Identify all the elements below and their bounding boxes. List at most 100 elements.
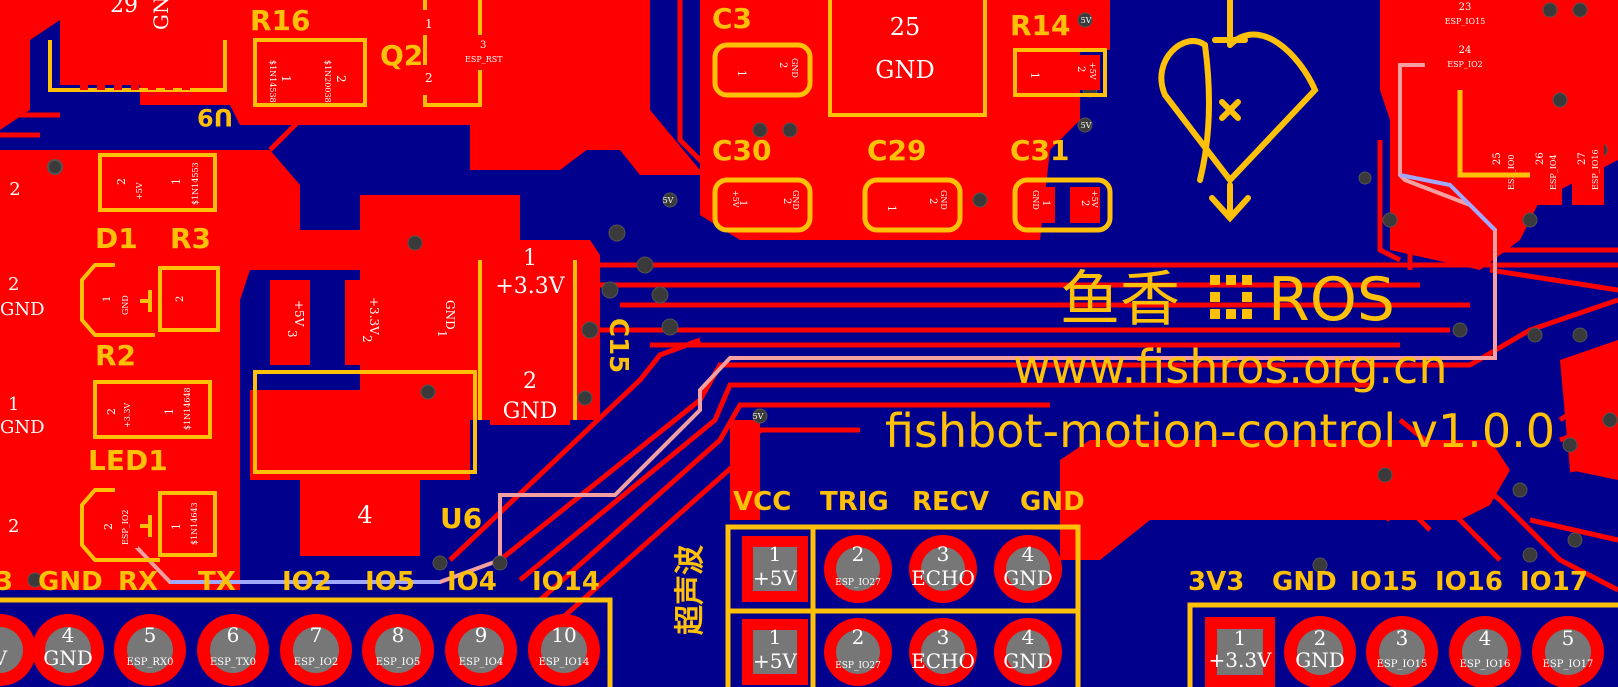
svg-text:+5V: +5V xyxy=(1090,190,1099,208)
left-header-pin-num: 7 xyxy=(310,623,323,647)
led1-diode: 2 ESP_IO2 1 $1N14643 xyxy=(80,488,217,562)
sonar-pin-net: +5V xyxy=(753,566,797,590)
via xyxy=(432,555,448,571)
right-header-label: IO17 xyxy=(1520,567,1588,597)
svg-text:2: 2 xyxy=(1075,66,1086,72)
svg-text:$1N14553: $1N14553 xyxy=(191,162,200,205)
right-header-pin-num: 5 xyxy=(1562,626,1575,650)
u9-label: U9 xyxy=(197,103,233,131)
fish-heart-logo-icon xyxy=(1158,0,1319,223)
svg-text:25: 25 xyxy=(890,13,921,41)
svg-text:1: 1 xyxy=(279,75,293,83)
sonar-pin-net: +5V xyxy=(753,649,797,673)
via xyxy=(1077,12,1093,28)
svg-text:5V: 5V xyxy=(753,412,764,421)
r2-resistor: 2 +3.3V 1 $1N14648 xyxy=(93,380,212,439)
sonar-pin-net: GND xyxy=(1003,649,1053,673)
sonar-pin-net: ECHO xyxy=(911,649,975,673)
via xyxy=(420,384,436,400)
svg-text:2: 2 xyxy=(175,296,186,302)
sonar-pin: 1+5V xyxy=(742,619,808,685)
brand-chinese: 鱼香 xyxy=(1060,265,1180,335)
brand-product: fishbot-motion-control v1.0.0 xyxy=(885,404,1555,458)
via xyxy=(492,555,508,571)
svg-text:1: 1 xyxy=(163,408,176,415)
c31-label: C31 xyxy=(1010,134,1070,167)
svg-text:5V: 5V xyxy=(1081,121,1092,130)
sonar-pin-num: 1 xyxy=(769,542,782,566)
r16-resistor: 1 2 $1N14538 $1N20038 xyxy=(253,38,367,107)
svg-text:5V: 5V xyxy=(663,196,674,205)
sonar-pin-num: 2 xyxy=(852,542,865,566)
svg-text:2: 2 xyxy=(8,274,19,295)
left-header-pin-num: 9 xyxy=(475,623,488,647)
sonar-pin-num: 4 xyxy=(1022,625,1035,649)
left-header-pin-num: 6 xyxy=(227,623,240,647)
left-header-label: GND xyxy=(38,567,103,597)
via xyxy=(577,390,593,406)
sonar-label-gnd: GND xyxy=(1020,487,1085,517)
svg-text:2: 2 xyxy=(777,62,788,68)
svg-text:1: 1 xyxy=(435,330,449,338)
c30-capacitor: 1 +5V 2 GND xyxy=(712,177,813,233)
via xyxy=(662,192,678,208)
svg-text:2: 2 xyxy=(9,179,20,200)
via xyxy=(636,256,654,274)
svg-text:GND: GND xyxy=(0,417,45,438)
copper-traces xyxy=(0,0,1618,622)
svg-text:GND: GND xyxy=(790,58,799,78)
via xyxy=(1527,327,1543,343)
via xyxy=(47,159,63,175)
sonar-title: 超声波 xyxy=(673,544,708,635)
sonar-pin-num: 1 xyxy=(769,625,782,649)
left-header-pin-net: ESP_IO2 xyxy=(294,657,338,668)
svg-text:GND: GND xyxy=(149,0,173,30)
sonar-pin-num: 4 xyxy=(1022,542,1035,566)
left-header-pin-net: V xyxy=(0,646,8,670)
r3-label: R3 xyxy=(170,222,211,255)
led1-label: LED1 xyxy=(88,444,168,477)
svg-text:$1N14538: $1N14538 xyxy=(268,60,277,103)
svg-text:2: 2 xyxy=(425,71,433,85)
via xyxy=(601,281,619,299)
right-header-pin-net: ESP_IO17 xyxy=(1543,659,1594,670)
via xyxy=(1358,171,1372,185)
right-header-label: IO16 xyxy=(1435,567,1503,597)
ultrasonic-header: VCC TRIG RECV GND 超声波 1+5V2ESP_IO273ECHO… xyxy=(673,487,1085,687)
svg-text:$1N20038: $1N20038 xyxy=(323,60,332,103)
svg-text:GND: GND xyxy=(791,190,800,210)
svg-text:+5V: +5V xyxy=(292,300,306,327)
svg-text:ESP_RST: ESP_RST xyxy=(465,55,503,64)
left-header-pin-net: GND xyxy=(43,646,93,670)
svg-text:1: 1 xyxy=(170,178,183,185)
svg-text:2: 2 xyxy=(523,369,537,394)
svg-text:GND: GND xyxy=(1031,190,1040,210)
svg-text:1: 1 xyxy=(885,205,898,212)
left-header-pin-net: ESP_RX0 xyxy=(127,657,174,668)
via xyxy=(651,286,669,304)
left-header-pin: V xyxy=(0,614,36,686)
right-header-pin-num: 2 xyxy=(1314,626,1327,650)
via xyxy=(1562,437,1578,453)
left-header-pin-net: ESP_IO14 xyxy=(539,657,590,668)
left-edge-pads: 2 2 GND 1 GND 2 xyxy=(0,160,45,555)
svg-text:2: 2 xyxy=(105,408,118,415)
right-header-pin: 1+3.3V xyxy=(1205,617,1275,687)
branding: 鱼香 ROS www.fishros.org.cn fishbot-motion… xyxy=(885,265,1555,458)
left-header-label: IO5 xyxy=(365,567,415,597)
c3-label: C3 xyxy=(712,2,752,35)
top-left-chip: 29 GND xyxy=(48,0,227,92)
left-header-pin-num: 5 xyxy=(144,623,157,647)
highlighted-trace-right xyxy=(1399,173,1497,232)
left-header-pin-num: 4 xyxy=(62,623,75,647)
svg-text:+5V: +5V xyxy=(135,182,144,200)
